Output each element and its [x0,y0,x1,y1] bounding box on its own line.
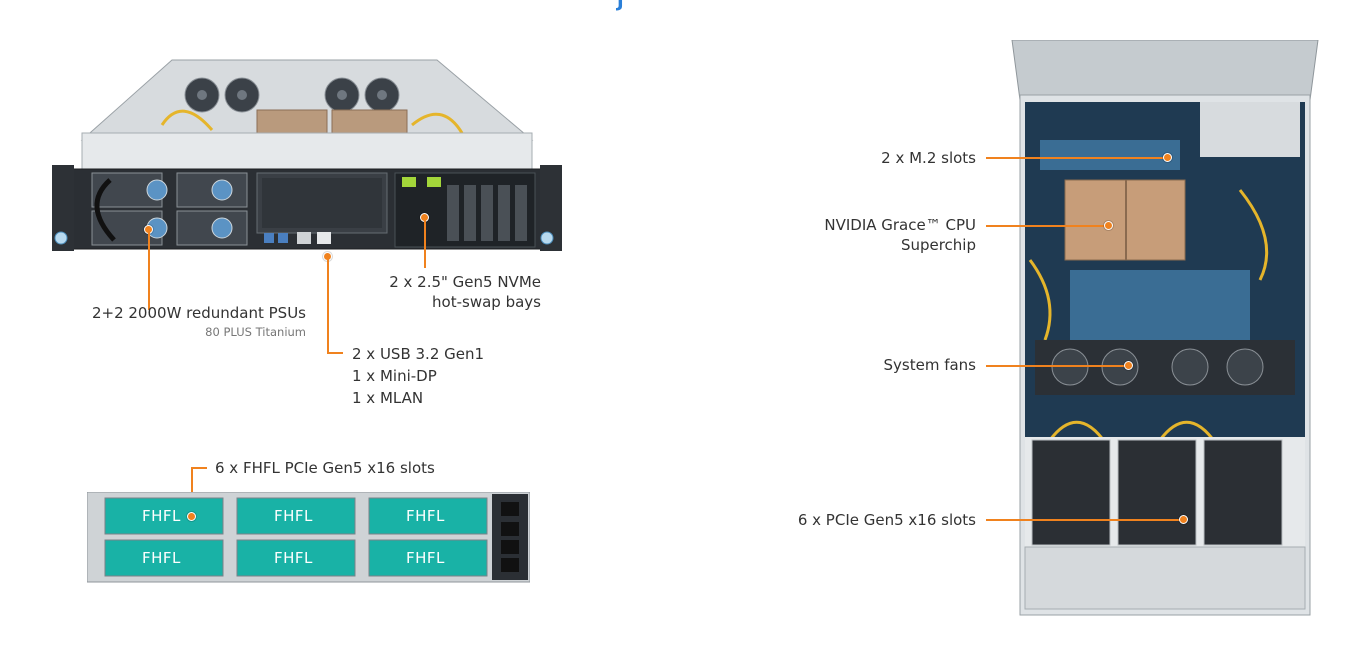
m2-slots-label: 2 x M.2 slots [881,149,976,167]
cpu-label-line1: NVIDIA Grace™ CPU [824,216,976,234]
m2-pointer-dot [1163,153,1172,162]
fhfl-slots-label: 6 x FHFL PCIe Gen5 x16 slots [215,459,435,477]
pcie-pointer-dot [1179,515,1188,524]
io-mlan-label: 1 x MLAN [352,389,424,407]
fhfl-badge-5: FHFL [274,549,313,567]
fhfl-pointer-dot [187,512,196,521]
fhfl-badge-2: FHFL [274,507,313,525]
nvme-label-line1: 2 x 2.5" Gen5 NVMe [389,273,541,291]
server-rear-view-image [52,59,562,251]
m2-leader-line [986,157,1166,159]
fhfl-badge-6: FHFL [406,549,445,567]
io-leader-vertical [327,258,329,353]
header-mark: J [617,0,624,12]
io-leader-horizontal [327,352,343,354]
psu-sublabel: 80 PLUS Titanium [205,325,306,339]
fhfl-leader-horizontal [191,467,207,469]
server-top-view-image [1011,40,1319,616]
pcie-slots-label: 6 x PCIe Gen5 x16 slots [797,511,976,529]
pcie-leader-line [986,519,1182,521]
nvme-label-line2: hot-swap bays [432,293,541,311]
system-fans-label: System fans [883,356,977,374]
fhfl-badge-3: FHFL [406,507,445,525]
server-front-view-image: FHFL FHFL FHFL FHFL FHFL FHFL [87,492,530,583]
fhfl-badge-1: FHFL [142,507,181,525]
cpu-leader-line [986,225,1106,227]
nvme-leader-line [424,218,426,268]
cpu-pointer-dot [1104,221,1113,230]
fans-pointer-dot [1124,361,1133,370]
psu-label: 2+2 2000W redundant PSUs [91,304,306,322]
fhfl-badge-4: FHFL [142,549,181,567]
io-usb-label: 2 x USB 3.2 Gen1 [352,345,485,363]
cpu-label-line2: Superchip [900,236,976,254]
psu-leader-line [148,230,150,310]
fans-leader-line [986,365,1126,367]
io-minidp-label: 1 x Mini-DP [352,367,437,385]
